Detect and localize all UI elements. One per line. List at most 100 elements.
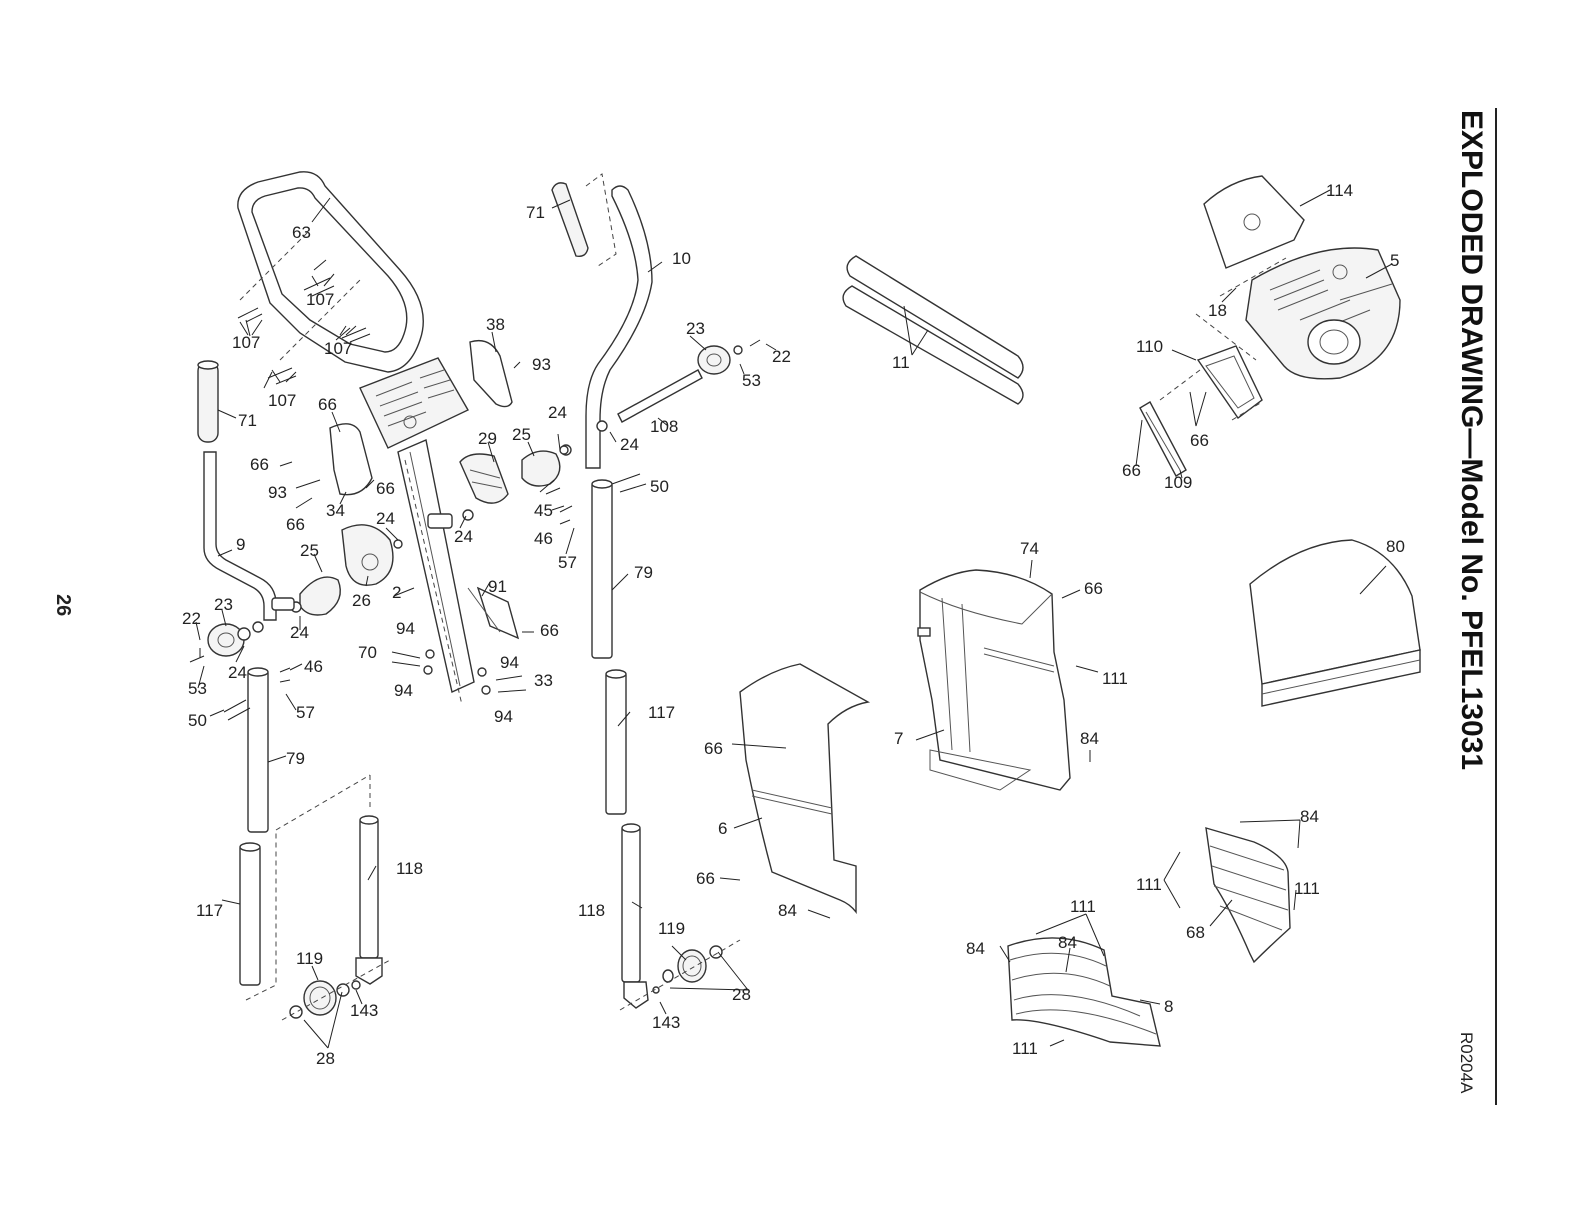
callout-84: 84 [1080, 729, 1099, 748]
part-25-right-bearing [427, 444, 572, 529]
callout-22: 22 [772, 347, 791, 366]
callout-50: 50 [188, 711, 207, 730]
callout-66: 66 [376, 479, 395, 498]
callout-9: 9 [236, 535, 245, 554]
callout-29: 29 [478, 429, 497, 448]
part-23-right-pivot [697, 339, 761, 375]
callout-2: 2 [392, 583, 401, 602]
part-8-shroud-left [1007, 937, 1161, 1047]
callout-93: 93 [532, 355, 551, 374]
callout-110: 110 [1136, 337, 1163, 356]
hardware-70-94-33 [391, 631, 534, 695]
drawing-code: R0204A [1457, 1032, 1476, 1094]
callout-71: 71 [526, 203, 545, 222]
callout-79: 79 [634, 563, 653, 582]
callout-53: 53 [742, 371, 761, 390]
part-109-console-bracket [1139, 401, 1187, 477]
part-114-console-cover [1203, 175, 1305, 269]
part-117-left-lower-tube [239, 842, 261, 986]
part-38-right-cover [469, 339, 513, 408]
part-6-front-shroud [739, 663, 871, 915]
callout-33: 33 [534, 671, 553, 690]
part-10-right-handle [585, 185, 653, 469]
callout-7: 7 [894, 729, 903, 748]
callout-53: 53 [188, 679, 207, 698]
part-25-left-bearing [271, 539, 403, 616]
callout-22: 22 [182, 609, 201, 628]
callout-117: 117 [648, 703, 675, 722]
callout-114: 114 [1326, 181, 1353, 200]
callout-107: 107 [232, 333, 260, 352]
callout-18: 18 [1208, 301, 1227, 320]
callout-25: 25 [512, 425, 531, 444]
page-number: 26 [52, 594, 74, 617]
callout-24: 24 [290, 623, 309, 642]
callout-94: 94 [394, 681, 413, 700]
callout-111: 111 [1294, 879, 1320, 898]
callout-107: 107 [324, 339, 352, 358]
callout-84: 84 [1058, 933, 1077, 952]
callout-24: 24 [620, 435, 639, 454]
part-118-right-leg [621, 823, 649, 1009]
callout-91: 91 [488, 577, 507, 596]
callout-66: 66 [250, 455, 269, 474]
part-11-rails [842, 255, 1024, 405]
callout-66: 66 [704, 739, 723, 758]
part-79-right-upright [591, 479, 613, 659]
right-pivot-hardware [545, 420, 647, 525]
callout-66: 66 [286, 515, 305, 534]
callout-63: 63 [292, 223, 311, 242]
part-8-shroud-right [1205, 827, 1291, 964]
callout-24: 24 [376, 509, 395, 528]
callout-94: 94 [500, 653, 519, 672]
callout-108: 108 [650, 417, 678, 436]
callout-79: 79 [286, 749, 305, 768]
callout-25: 25 [300, 541, 319, 560]
page-title: EXPLODED DRAWING—Model No. PFEL13031 [1455, 110, 1488, 771]
callout-109: 109 [1164, 473, 1192, 492]
part-80-cover [1249, 539, 1421, 707]
callout-74: 74 [1020, 539, 1039, 558]
leader-lines [195, 189, 1393, 1049]
callout-118: 118 [396, 859, 423, 878]
callout-84: 84 [778, 901, 797, 920]
part-107-bolts [237, 273, 371, 385]
callout-5: 5 [1390, 251, 1399, 270]
part-29-right-housing [459, 453, 509, 504]
callout-111: 111 [1070, 897, 1096, 916]
callout-66: 66 [540, 621, 559, 640]
callout-28: 28 [732, 985, 751, 1004]
callout-66: 66 [1084, 579, 1103, 598]
callout-117: 117 [196, 901, 223, 920]
callout-119: 119 [658, 919, 685, 938]
callout-23: 23 [686, 319, 705, 338]
part-117-right-lower-tube [605, 669, 627, 815]
callout-70: 70 [358, 643, 377, 662]
callout-57: 57 [558, 553, 577, 572]
part-34-left-cover [329, 423, 373, 496]
callout-66: 66 [696, 869, 715, 888]
callout-8: 8 [1164, 997, 1173, 1016]
part-91-bracket [467, 586, 520, 640]
part-7-rear-shroud [917, 569, 1071, 791]
part-2-upright [397, 439, 475, 706]
callout-143: 143 [350, 1001, 378, 1020]
callout-84: 84 [1300, 807, 1319, 826]
callout-24: 24 [228, 663, 247, 682]
callout-119: 119 [296, 949, 323, 968]
callout-111: 111 [1012, 1039, 1038, 1058]
callout-71: 71 [238, 411, 257, 430]
part-63-handlebar [237, 171, 424, 373]
callout-38: 38 [486, 315, 505, 334]
callout-66: 66 [318, 395, 337, 414]
part-119-left-wheel [281, 959, 391, 1021]
callout-24: 24 [454, 527, 473, 546]
part-108-axle [617, 369, 703, 423]
callout-143: 143 [652, 1013, 680, 1032]
callout-46: 46 [534, 529, 553, 548]
part-5-console [1245, 247, 1401, 380]
part-71-left-grip [197, 360, 219, 443]
part-119-right-wheel [619, 939, 741, 1011]
callout-94: 94 [494, 707, 513, 726]
